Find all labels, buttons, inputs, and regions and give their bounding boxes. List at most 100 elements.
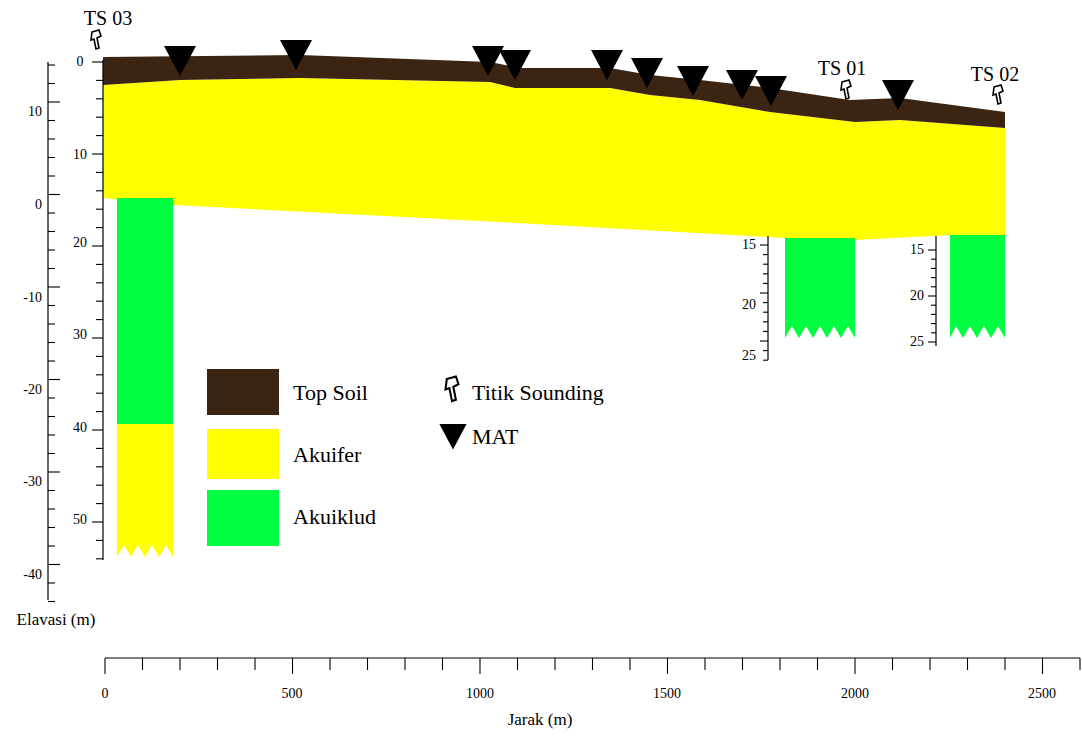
axis-tick [742, 658, 743, 670]
legend-swatch [207, 369, 279, 415]
legend-sounding-icon [446, 376, 459, 401]
axis-tick [1004, 658, 1005, 670]
axis-tick [479, 658, 480, 674]
axis-tick [292, 658, 293, 674]
axis-tick [517, 658, 518, 670]
axis-tick [1079, 658, 1080, 670]
axis-tick [763, 331, 768, 332]
axis-tick [48, 323, 55, 324]
axis-tick [48, 564, 60, 565]
axis-tick [96, 411, 103, 412]
axis-tick [763, 254, 768, 255]
axis-tick [48, 83, 55, 84]
axis-tick [931, 268, 936, 269]
axis-tick [96, 80, 103, 81]
axis-tick [96, 485, 103, 486]
axis-title: Elavasi (m) [17, 611, 96, 630]
axis-tick [96, 319, 103, 320]
axis-tick [48, 527, 55, 528]
sounding-points [91, 30, 1003, 104]
elevation-tick-label: 0 [35, 197, 42, 212]
axis-tick [763, 264, 768, 265]
legend-swatch [207, 490, 279, 546]
elevation-tick-label: -10 [23, 290, 42, 305]
axis-tick [48, 490, 55, 491]
legend-text: Titik Sounding [472, 381, 604, 405]
axis-tick [92, 337, 103, 338]
legend-text: Akuifer [293, 443, 361, 467]
axis-tick [96, 209, 103, 210]
axis-tick [92, 61, 103, 62]
axis-tick [48, 305, 55, 306]
elevation-tick-label: -40 [23, 567, 42, 582]
legend-mat-icon [439, 424, 466, 450]
axis-tick [48, 249, 55, 250]
axis-tick [667, 658, 668, 674]
axis-tick [48, 194, 60, 195]
axis-tick [96, 135, 103, 136]
axis-tick [760, 244, 768, 245]
axis-tick [1042, 658, 1043, 674]
axis-tick [931, 314, 936, 315]
axis-tick [48, 379, 60, 380]
axis-tick [760, 340, 768, 341]
distance-tick-label: 0 [102, 686, 109, 701]
distance-tick-label: 2000 [841, 686, 869, 701]
axis-tick [367, 658, 368, 670]
distance-tick-label: 500 [282, 686, 303, 701]
axis-tick [96, 282, 103, 283]
axis-tick [48, 453, 55, 454]
axis-tick [704, 658, 705, 670]
axis-tick [92, 521, 103, 522]
axis-title: Jarak (m) [508, 711, 573, 730]
axis-tick [48, 434, 55, 435]
axis-tick [967, 658, 968, 670]
axis-tick [931, 259, 936, 260]
axis-tick [96, 558, 103, 559]
axis-tick [48, 120, 55, 121]
axis-tick [48, 175, 55, 176]
axis-tick [629, 658, 630, 670]
aquifer-column [117, 424, 173, 557]
axis-tick [854, 658, 855, 674]
axis-tick [217, 658, 218, 670]
legend-text: Akuiklud [293, 505, 376, 529]
axis-tick [763, 312, 768, 313]
axis-tick [931, 277, 936, 278]
axis-tick [931, 332, 936, 333]
elevation-tick-label: -30 [23, 474, 42, 489]
axis-tick [931, 305, 936, 306]
axis-tick [329, 658, 330, 670]
axis-tick [48, 545, 55, 546]
axis-tick [817, 658, 818, 670]
axis-tick [48, 101, 60, 102]
axis-tick [48, 397, 55, 398]
axis-tick [92, 429, 103, 430]
depth-tick-label: 20 [742, 297, 756, 312]
distance-tick-label: 1500 [653, 686, 681, 701]
axis-tick [892, 658, 893, 670]
sounding-label: TS 02 [971, 63, 1019, 85]
axis-tick [96, 98, 103, 99]
distance-tick-label: 2500 [1028, 686, 1056, 701]
axis-tick [179, 658, 180, 670]
axis-tick [48, 471, 60, 472]
axis-tick [763, 302, 768, 303]
depth-tick-label: 10 [73, 147, 87, 162]
depth-tick-label: 20 [910, 288, 924, 303]
depth-tick-label: 15 [910, 242, 924, 257]
topsoil-layer [103, 55, 1005, 128]
axis-tick [929, 658, 930, 670]
depth-tick-label: 0 [77, 54, 84, 69]
axis-tick [92, 153, 103, 154]
sounding-label: TS 03 [84, 7, 132, 29]
axis-tick [96, 227, 103, 228]
depth-tick-label: 50 [73, 512, 87, 527]
depth-tick-label: 25 [910, 334, 924, 349]
axis-tick [48, 64, 55, 65]
water-table-markers [164, 40, 914, 110]
elevation-tick-label: -20 [23, 382, 42, 397]
axis-tick [92, 245, 103, 246]
axis-tick [96, 503, 103, 504]
